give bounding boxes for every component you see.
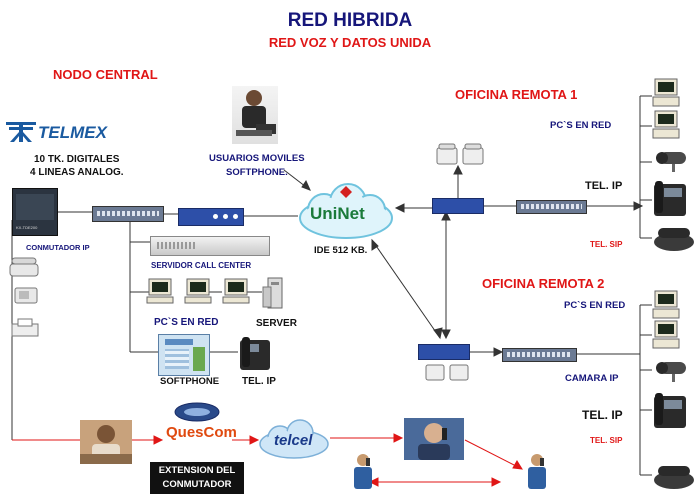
call-center-label: SERVIDOR CALL CENTER bbox=[151, 261, 252, 270]
central-switch bbox=[92, 206, 164, 222]
pc-icon bbox=[652, 78, 680, 113]
ip-phone-icon bbox=[652, 392, 688, 435]
pbx-label: CONMUTADOR IP bbox=[26, 243, 90, 252]
uninet-wordmark: UniNet bbox=[310, 204, 365, 223]
remote2-camera-label: CAMARA IP bbox=[565, 373, 619, 384]
remote2-ip-phone-label: TEL. IP bbox=[582, 408, 623, 422]
pc-icon bbox=[222, 278, 250, 309]
office-user-photo bbox=[80, 420, 132, 464]
mobile-user-icon bbox=[350, 452, 376, 497]
remote1-label: OFICINA REMOTA 1 bbox=[455, 87, 578, 102]
remote1-ip-phone-label: TEL. IP bbox=[585, 180, 623, 192]
sip-phone-icon bbox=[652, 224, 696, 257]
pc-icon bbox=[146, 278, 174, 309]
ip-camera-icon bbox=[650, 148, 690, 179]
central-pcs-label: PC`S EN RED bbox=[154, 317, 219, 328]
telcel-cloud: telcel bbox=[256, 418, 332, 462]
quescom-logo: QuesCom bbox=[162, 402, 237, 446]
pc-icon bbox=[652, 320, 680, 355]
remote1-pcs-label: PC`S EN RED bbox=[550, 120, 612, 131]
remote2-phones-icon bbox=[424, 360, 472, 387]
remote1-router bbox=[432, 198, 484, 214]
analog-phone-icon bbox=[8, 256, 42, 283]
telmex-logo: TELMEX bbox=[6, 120, 126, 144]
remote2-switch bbox=[502, 348, 577, 362]
remote2-sip-label: TEL. SIP bbox=[590, 436, 623, 445]
telmex-wordmark: TELMEX bbox=[38, 123, 107, 142]
pc-icon bbox=[652, 110, 680, 145]
telmex-t-icon bbox=[6, 122, 36, 142]
sip-phone-icon bbox=[652, 462, 696, 495]
uninet-cloud: UniNet bbox=[296, 182, 396, 242]
pbx-model-tag: KX-TDE200 bbox=[16, 225, 38, 230]
desk-phone-icon bbox=[14, 286, 38, 309]
remote1-sip-label: TEL. SIP bbox=[590, 240, 623, 249]
ip-camera-icon bbox=[650, 358, 690, 389]
mobile-users-line-2: SOFTPHONE. bbox=[226, 167, 288, 178]
quescom-wordmark: QuesCom bbox=[166, 424, 237, 441]
central-node-label: NODO CENTRAL bbox=[53, 67, 158, 82]
remote2-router bbox=[418, 344, 470, 360]
server-label: SERVER bbox=[256, 318, 297, 329]
page-title: RED HIBRIDA bbox=[287, 10, 413, 31]
ip-phone-icon bbox=[652, 180, 688, 223]
extension-line-1: EXTENSION DEL bbox=[158, 465, 236, 476]
pc-icon bbox=[652, 290, 680, 325]
call-center-server bbox=[150, 236, 270, 256]
softphone-label: SOFTPHONE bbox=[160, 376, 220, 387]
central-router bbox=[178, 208, 244, 226]
fax-icon bbox=[10, 318, 40, 343]
trunk-line-2: 4 LINEAS ANALOG. bbox=[30, 167, 124, 178]
telcel-wordmark: telcel bbox=[274, 432, 313, 449]
remote1-phones-icon bbox=[435, 142, 487, 171]
extension-box: EXTENSION DEL CONMUTADOR bbox=[150, 462, 244, 494]
ip-phone-icon bbox=[238, 336, 272, 377]
pc-icon bbox=[184, 278, 212, 309]
phone-user-photo bbox=[404, 418, 464, 460]
mobile-users-line-1: USUARIOS MOVILES bbox=[209, 153, 305, 164]
page-subtitle: RED VOZ Y DATOS UNIDA bbox=[268, 35, 432, 50]
link-cloud-remote2 bbox=[371, 239, 441, 339]
trunk-line-1: 10 TK. DIGITALES bbox=[34, 154, 120, 165]
pbx-unit: KX-TDE200 bbox=[12, 188, 58, 236]
central-ip-phone-label: TEL. IP bbox=[242, 376, 276, 387]
remote1-switch bbox=[516, 200, 587, 214]
remote2-label: OFICINA REMOTA 2 bbox=[482, 276, 605, 291]
server-tower-icon bbox=[262, 277, 288, 316]
mobile-user-photo bbox=[232, 86, 278, 144]
cloud-speed-label: IDE 512 KB. bbox=[314, 245, 368, 256]
remote2-pcs-label: PC`S EN RED bbox=[564, 300, 626, 311]
softphone-screen-icon bbox=[158, 334, 210, 376]
extension-line-2: CONMUTADOR bbox=[162, 479, 232, 490]
mobile-user-icon bbox=[524, 452, 550, 497]
